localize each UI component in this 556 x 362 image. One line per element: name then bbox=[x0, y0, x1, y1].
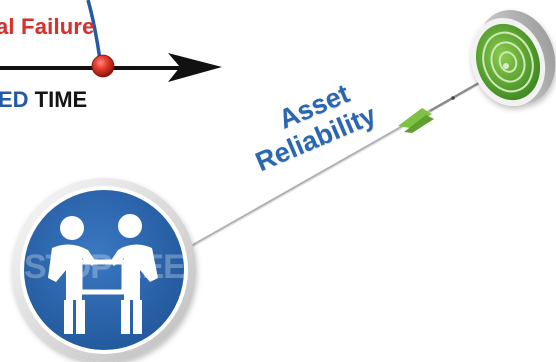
time-label-accent: ED bbox=[0, 87, 29, 112]
time-axis bbox=[0, 53, 222, 82]
failure-curve bbox=[86, 0, 102, 61]
time-axis-label: ED TIME bbox=[0, 87, 87, 113]
arrow-right-icon bbox=[168, 53, 222, 82]
target-icon bbox=[470, 10, 556, 107]
time-label-rest: TIME bbox=[28, 87, 88, 112]
two-person-lift-icon bbox=[48, 214, 158, 334]
sign-watermark-text: STOP EEE bbox=[24, 248, 186, 286]
failure-label: al Failure bbox=[0, 14, 95, 39]
safety-sign bbox=[12, 178, 196, 362]
red-marker-icon bbox=[91, 54, 115, 78]
